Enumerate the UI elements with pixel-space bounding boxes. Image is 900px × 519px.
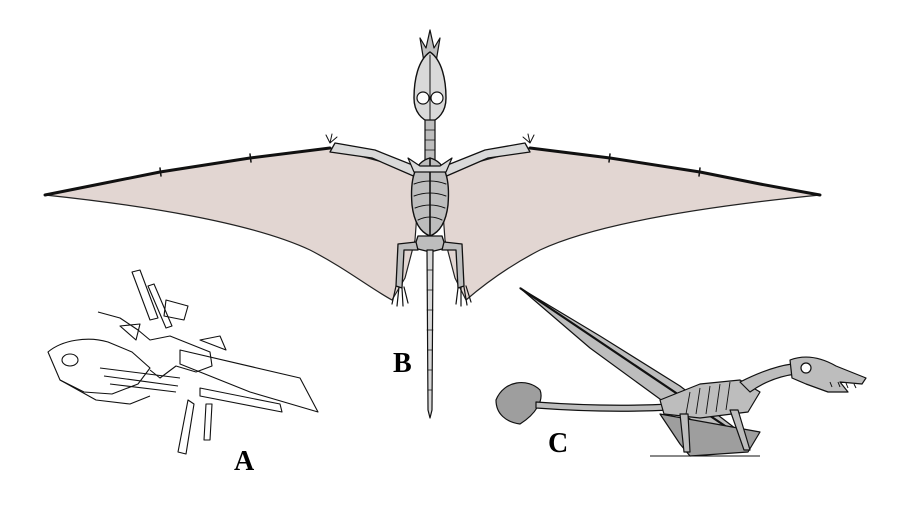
panel-a-fossil — [47, 269, 319, 455]
fossil-wing-bone-1 — [131, 269, 159, 321]
c-ribs — [685, 381, 731, 415]
fossil-long-bone-3 — [179, 349, 319, 413]
fossil-limb — [177, 399, 213, 455]
tail-vane — [495, 382, 542, 425]
panel-c-skeleton — [495, 287, 867, 457]
left-foot — [391, 285, 409, 307]
fossil-ribs — [99, 367, 181, 393]
right-hand-claws — [522, 133, 535, 144]
left-hand-claws — [325, 133, 338, 144]
wing-finger-joints — [159, 153, 701, 177]
fossil-orbit — [61, 353, 79, 367]
fossil-jaw — [59, 379, 151, 405]
fossil-vertebrae — [97, 311, 213, 379]
c-neck — [739, 363, 797, 393]
tail-rod — [535, 401, 671, 412]
fossil-fragments — [119, 299, 227, 351]
right-orbit — [430, 91, 444, 105]
tail-segments — [426, 269, 434, 391]
tail — [426, 249, 434, 419]
c-legs — [679, 409, 751, 453]
c-body — [659, 379, 761, 419]
shoulder-girdle — [407, 157, 453, 173]
wing-membrane-right — [439, 147, 821, 301]
fossil-long-bone-4 — [199, 387, 283, 413]
panel-label-c: C — [548, 428, 568, 459]
fossil-skull — [47, 338, 151, 395]
neck-vertebrae — [424, 129, 436, 151]
panel-b-skeleton — [43, 29, 822, 419]
left-orbit — [416, 91, 430, 105]
c-head — [789, 356, 867, 393]
right-foot — [455, 285, 472, 307]
c-orbit — [800, 362, 812, 374]
panel-label-b: B — [393, 348, 412, 379]
panel-label-a: A — [234, 446, 255, 477]
wing-membrane — [44, 147, 421, 301]
fossil-wing-bone-2 — [147, 283, 173, 329]
c-teeth — [829, 381, 857, 389]
